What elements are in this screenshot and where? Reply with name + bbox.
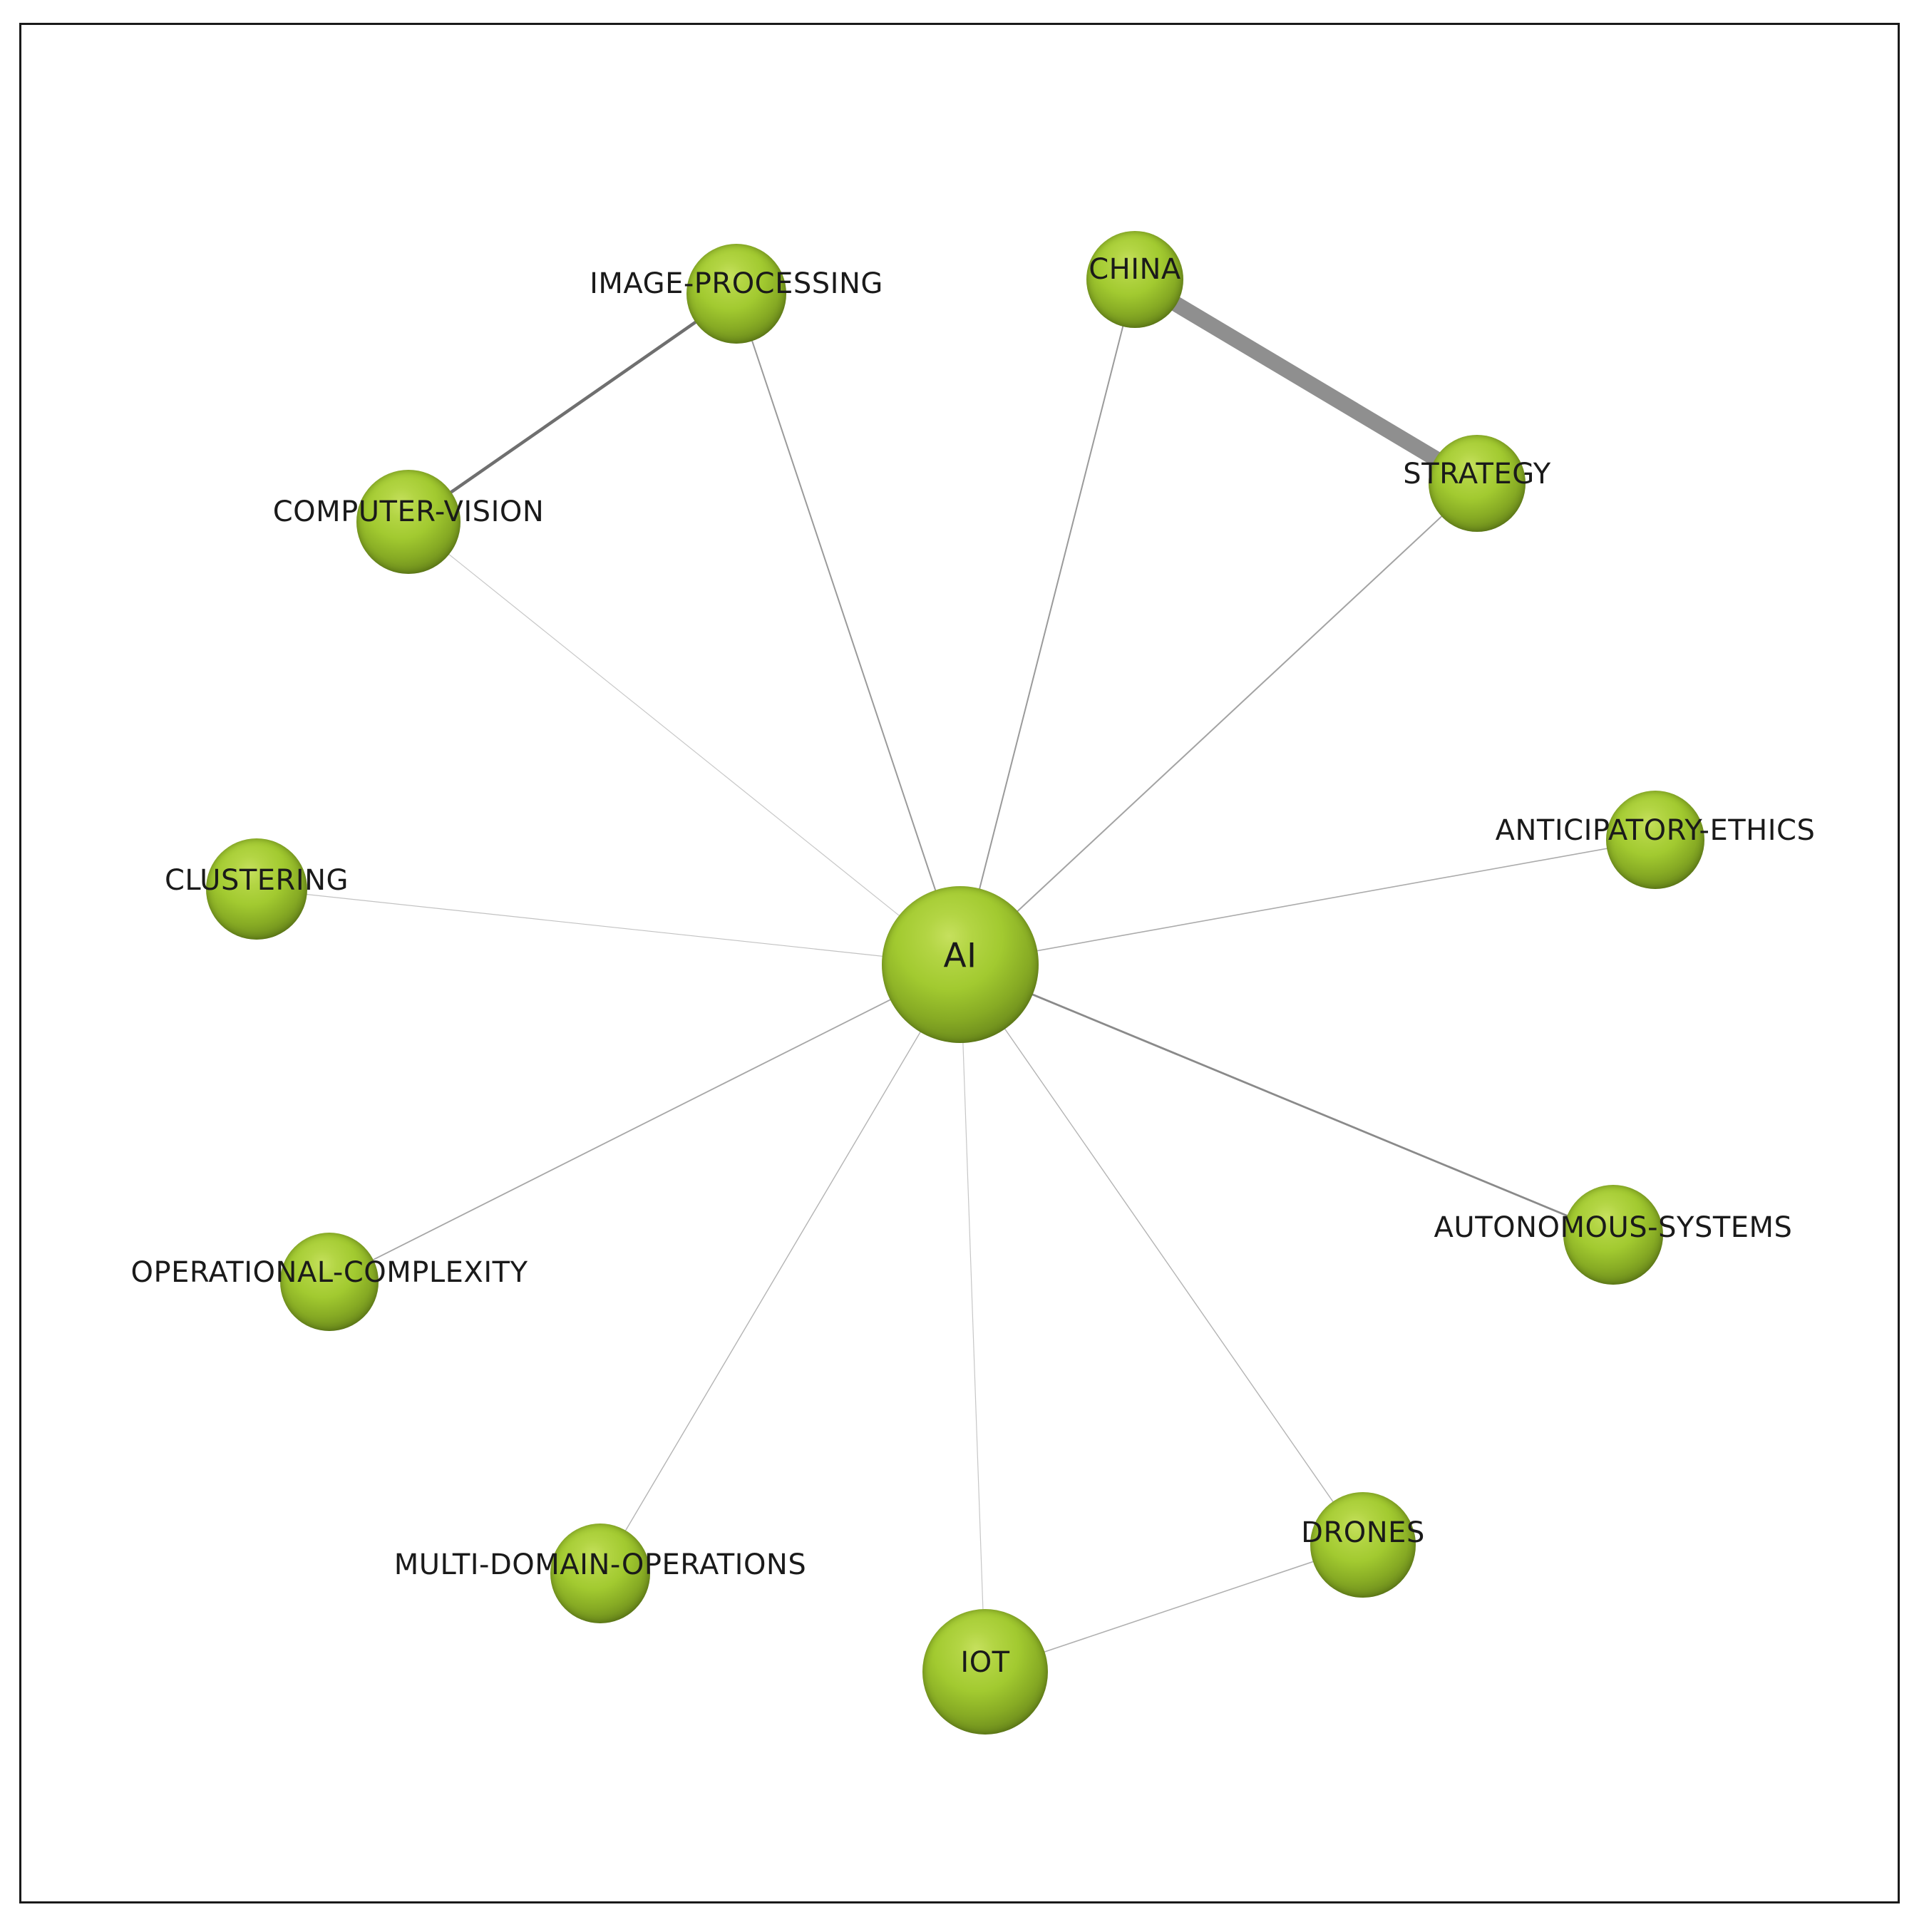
edge-china-strategy [1131,272,1481,490]
edge-ai-china [960,279,1136,965]
node-computer-vision[interactable] [356,470,461,574]
node-iot[interactable] [922,1609,1048,1735]
edge-ai-multi-domain-operations [600,964,961,1574]
node-label-computer-vision: COMPUTER-VISION [272,495,545,528]
node-label-iot: IOT [960,1646,1010,1679]
edge-ai-operational-complexity [329,964,961,1283]
node-label-drones: DRONES [1301,1516,1425,1549]
node-label-image-processing: IMAGE-PROCESSING [590,267,883,300]
edge-ai-strategy [960,483,1478,965]
node-operational-complexity[interactable] [280,1233,379,1331]
edge-ai-computer-vision [408,521,961,965]
node-clustering[interactable] [206,838,307,940]
node-ai[interactable] [882,886,1039,1043]
node-strategy[interactable] [1429,435,1526,532]
node-china[interactable] [1086,231,1183,328]
edge-ai-drones [960,964,1364,1546]
node-label-ai: AI [943,936,977,976]
node-drones[interactable] [1310,1492,1416,1598]
edge-image-processing-computer-vision [407,292,738,523]
edge-iot-drones [984,1544,1364,1672]
edge-ai-clustering [256,888,961,965]
node-label-multi-domain-operations: MULTI-DOMAIN-OPERATIONS [393,1548,807,1581]
edge-ai-autonomous-systems [960,963,1614,1236]
edge-ai-anticipatory-ethics [960,839,1656,965]
edge-ai-iot [960,964,986,1672]
edge-ai-image-processing [736,293,961,965]
node-label-china: CHINA [1089,253,1181,286]
node-label-anticipatory-ethics: ANTICIPATORY-ETHICS [1495,814,1816,847]
node-label-autonomous-systems: AUTONOMOUS-SYSTEMS [1434,1211,1793,1244]
plot-border [19,23,1900,1903]
node-image-processing[interactable] [686,244,786,344]
node-multi-domain-operations[interactable] [550,1523,650,1623]
node-label-operational-complexity: OPERATIONAL-COMPLEXITY [130,1256,528,1289]
node-label-clustering: CLUSTERING [164,864,349,897]
node-label-strategy: STRATEGY [1403,458,1551,490]
node-autonomous-systems[interactable] [1563,1185,1663,1285]
node-anticipatory-ethics[interactable] [1606,791,1704,889]
